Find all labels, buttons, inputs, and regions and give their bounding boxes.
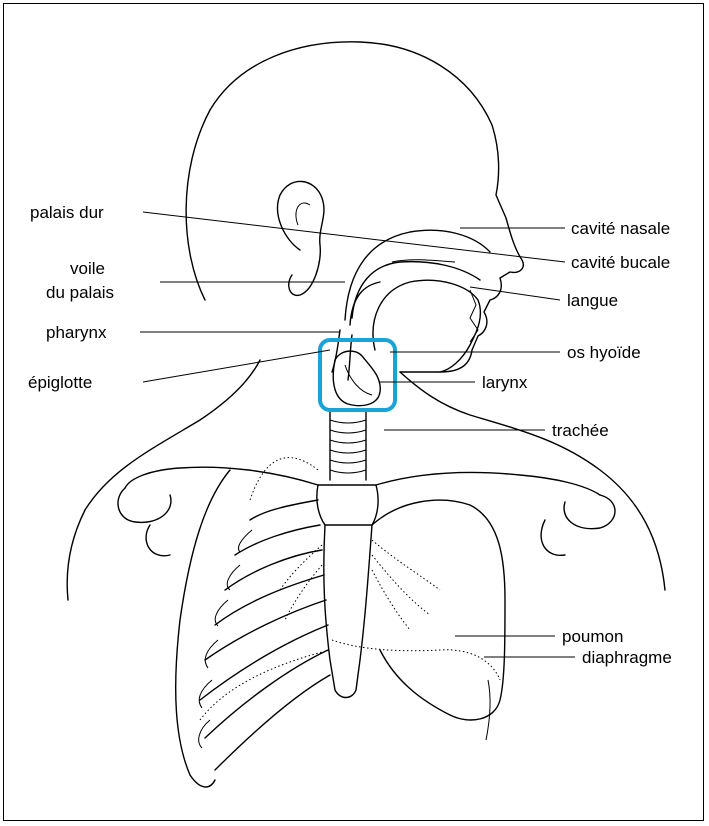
label-voile-line1: voile — [70, 259, 105, 278]
ear — [278, 181, 324, 295]
trachea — [330, 410, 366, 480]
leader-lines — [140, 212, 575, 657]
label-cavite-nasale: cavité nasale — [571, 219, 670, 238]
larynx-shape — [333, 351, 380, 406]
lung-right — [372, 500, 505, 720]
label-os-hyoide: os hyoïde — [567, 343, 641, 362]
label-palais-dur: palais dur — [30, 203, 104, 222]
sternum — [324, 525, 372, 698]
label-diaphragme: diaphragme — [582, 648, 672, 667]
ribcage — [176, 470, 330, 787]
label-cavite-bucale: cavité bucale — [571, 253, 670, 272]
anatomy-drawing — [67, 42, 665, 787]
label-larynx: larynx — [482, 373, 528, 392]
label-poumon: poumon — [562, 627, 623, 646]
label-epiglotte: épiglotte — [28, 373, 92, 392]
larynx-highlight-box — [320, 340, 395, 410]
label-trachee: trachée — [552, 421, 609, 440]
label-pharynx: pharynx — [46, 323, 107, 342]
label-langue: langue — [567, 291, 618, 310]
tongue — [373, 280, 480, 372]
label-voile-line2: du palais — [46, 283, 114, 302]
